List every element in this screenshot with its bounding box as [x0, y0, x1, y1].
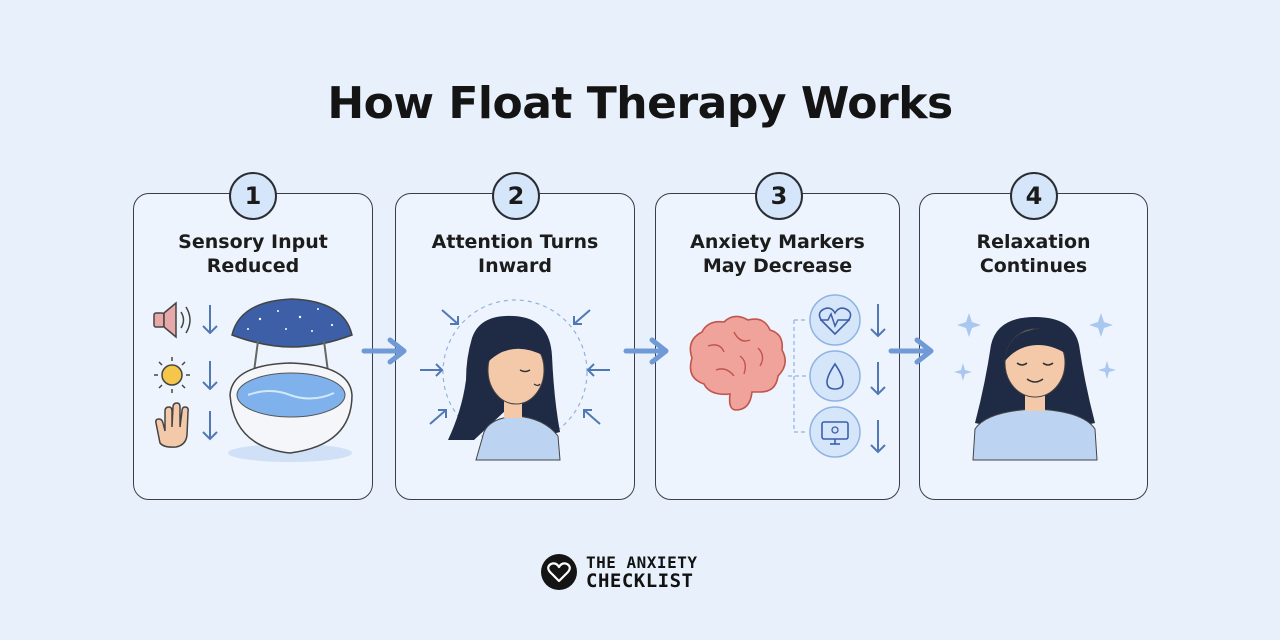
step-title-4: Relaxation Continues	[919, 230, 1148, 278]
relaxation-illustration	[954, 313, 1116, 461]
brand-line-1: THE ANXIETY	[586, 553, 698, 572]
step-number-3: 3	[755, 172, 803, 220]
brand-logo: THE ANXIETY CHECKLIST	[540, 552, 697, 592]
step-title-4-line2: Continues	[979, 255, 1088, 277]
step-title-3-line1: Anxiety Markers	[690, 231, 865, 253]
flow-arrow-1	[361, 337, 407, 365]
page-title: How Float Therapy Works	[327, 78, 953, 129]
step-number-4: 4	[1010, 172, 1058, 220]
step-title-3-line2: May Decrease	[702, 255, 853, 277]
down-arrow-icon	[870, 304, 886, 338]
step-number-1: 1	[229, 172, 277, 220]
float-pod-icon	[228, 298, 353, 462]
anxiety-markers-illustration	[689, 294, 886, 458]
down-arrow-icon	[870, 420, 886, 454]
step-number-2: 2	[492, 172, 540, 220]
step-title-3: Anxiety Markers May Decrease	[655, 230, 900, 278]
monitor-icon	[809, 406, 861, 458]
brain-icon	[689, 315, 786, 411]
sensory-input-illustration	[153, 298, 353, 462]
step-title-1-line1: Sensory Input	[178, 231, 328, 253]
sun-icon	[154, 357, 190, 393]
person-relaxed-icon	[972, 317, 1098, 461]
step-title-1: Sensory Input Reduced	[133, 230, 373, 278]
step-title-2-line2: Inward	[478, 255, 552, 277]
inward-arrows-icon	[420, 309, 610, 425]
step-title-2-line1: Attention Turns	[431, 231, 599, 253]
step-title-2: Attention Turns Inward	[395, 230, 635, 278]
brand-text: THE ANXIETY CHECKLIST	[586, 553, 698, 592]
down-arrow-icon	[202, 411, 218, 441]
attention-inward-illustration	[420, 299, 610, 461]
sparkle-icon	[954, 313, 1116, 381]
heart-rate-icon	[809, 294, 861, 346]
hand-icon	[155, 402, 189, 448]
step-title-1-line2: Reduced	[206, 255, 300, 277]
down-arrow-icon	[870, 362, 886, 396]
flow-arrow-2	[623, 337, 669, 365]
person-eyes-closed-icon	[448, 315, 561, 461]
brand-line-2: CHECKLIST	[586, 570, 694, 592]
heart-logo-icon	[541, 554, 577, 590]
speaker-icon	[153, 301, 191, 339]
step-title-4-line1: Relaxation	[976, 231, 1091, 253]
down-arrow-icon	[202, 305, 218, 335]
flow-arrow-3	[888, 337, 934, 365]
down-arrow-icon	[202, 361, 218, 391]
droplet-icon	[809, 350, 861, 402]
